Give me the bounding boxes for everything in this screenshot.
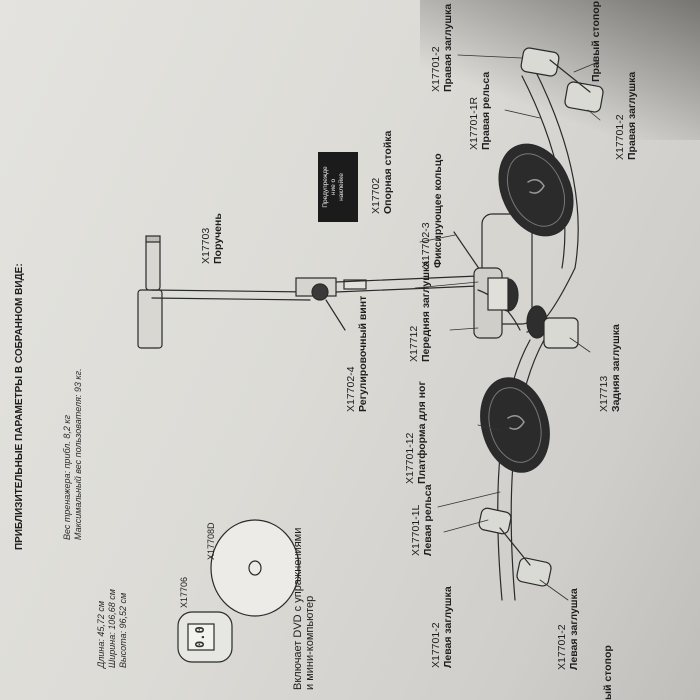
label-handlebar: X17703 Поручень: [200, 213, 224, 264]
label-adjust-screw: X17702-4 Регулировочный винт: [345, 295, 369, 412]
warning-sticker: Предупрежде ние о наклейке: [318, 152, 358, 222]
label-fixing-ring: X17702-3 Фиксирующее кольцо: [420, 153, 444, 268]
weight-info: Вес тренажера: прибл. 8,2 кг Максимальны…: [62, 368, 83, 540]
label-left-stopper: ый стопор: [602, 645, 614, 700]
computer-code: X17706: [179, 576, 189, 608]
foot-platform-left: [480, 377, 550, 473]
dvd-code: X17708D: [206, 522, 216, 560]
end-caps-right: [520, 47, 604, 113]
page-title: ПРИБЛИЗИТЕЛЬНЫЕ ПАРАМЕТРЫ В СОБРАННОМ ВИ…: [14, 263, 25, 550]
label-front-cap: X17712 Передняя заглушка: [408, 260, 432, 362]
center-block: [473, 213, 533, 339]
page-shadow: [420, 0, 700, 140]
label-left-cap: X17701-2 Левая заглушка: [430, 586, 454, 668]
label-left-cap-lower: X17701-2 Левая заглушка: [556, 588, 580, 670]
adjust-screw: [311, 283, 346, 331]
label-foot-platform: X17701-12 Платформа для ног: [404, 381, 428, 484]
label-right-stopper: Правый стопор: [590, 0, 602, 82]
dimensions-block: ПРИБЛИЗИТЕЛЬНЫЕ ПАРАМЕТРЫ В СОБРАННОМ ВИ…: [14, 263, 26, 550]
label-support-post: X17702 Опорная стойка: [370, 130, 394, 214]
support-post: [295, 231, 481, 297]
fixing-rings: [487, 277, 548, 339]
end-caps-left: [478, 507, 552, 587]
foot-platform-right: [498, 143, 574, 237]
dvd-disc: [210, 519, 300, 617]
label-left-rail: X17701-1L Левая рельса: [410, 484, 434, 556]
label-right-cap-top: X17701-2 Правая заглушка: [430, 3, 454, 92]
computer-display: 0.0: [193, 626, 207, 648]
mini-computer: [177, 611, 233, 663]
warning-text: Предупрежде ние о наклейке: [322, 166, 345, 208]
label-right-rail: X17701-1R Правая рельса: [468, 71, 492, 150]
end-caps-middle: [543, 317, 579, 349]
includes-text: Включает DVD с упражнениями и мини-компь…: [292, 527, 316, 690]
leader-lines: [414, 54, 601, 601]
label-rear-cap: X17713 Задняя заглушка: [598, 324, 622, 412]
handlebar: [137, 235, 311, 349]
size-info: Длина: 45,72 см Ширина: 106,68 см Высота…: [96, 589, 128, 668]
label-right-cap-bottom: X17701-2 Правая заглушка: [614, 71, 638, 160]
